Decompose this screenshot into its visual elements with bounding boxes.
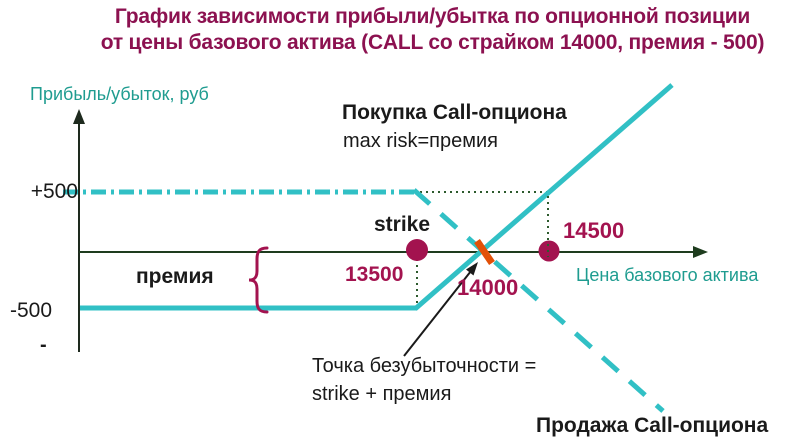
chart-title-line2: от цены базового актива (CALL со страйко… [100,31,765,54]
buy-call-title: Покупка Call-опциона [342,101,567,124]
x-axis-label: Цена базового актива [576,265,759,285]
price-label-14000: 14000 [457,275,519,300]
y-axis-label: Прибыль/убыток, руб [30,84,209,104]
breakeven-arrowhead-icon [466,262,478,276]
breakeven-text-line1: Точка безубыточности = [312,355,537,377]
buy-call-rising-line [413,83,674,311]
y-tick-minus500: -500 [9,299,52,322]
y-axis-arrowhead-icon [73,109,85,124]
price-label-14500: 14500 [563,218,625,243]
sell-call-title: Продажа Call-опциона [536,414,769,437]
strike-point-dot [406,239,428,261]
y-tick-small-dash: - [40,334,47,356]
breakeven-marker [474,239,495,265]
sell-call-falling-line [412,188,665,413]
breakeven-text-line2: strike + премия [312,383,452,405]
chart-title-line1: График зависимости прибыли/убытка по опц… [114,5,751,28]
strike-label: strike [374,213,431,236]
premium-label: премия [136,265,214,288]
breakeven-arrow-line [403,270,472,357]
y-tick-plus500: +500 [30,180,78,203]
premium-brace [248,246,269,314]
x-axis-arrowhead-icon [693,246,708,258]
buy-call-subtitle: max risk=премия [343,130,498,152]
price-label-13500: 13500 [345,263,404,286]
